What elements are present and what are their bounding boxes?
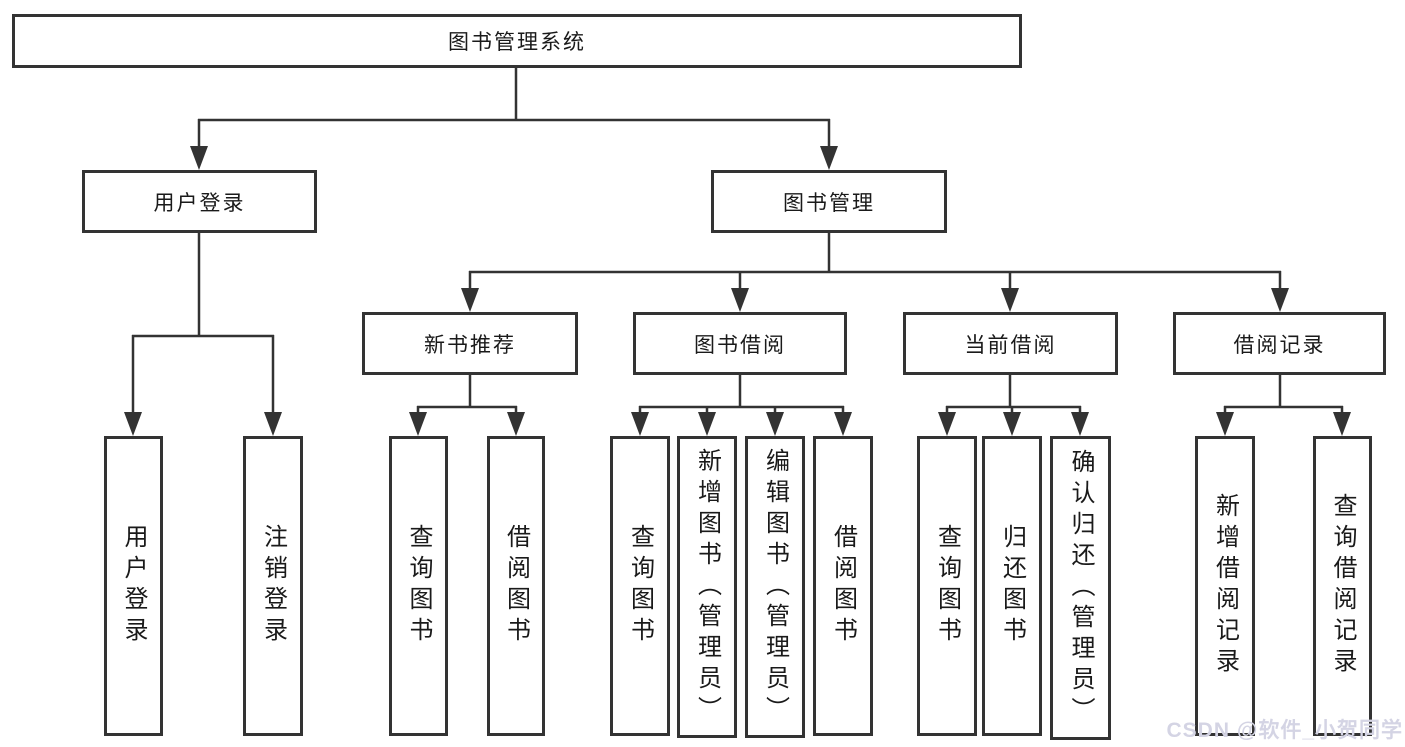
node-root-system: 图书管理系统 (12, 14, 1022, 68)
node-book-management: 图书管理 (711, 170, 947, 233)
leaf-records-add-record: 新增借阅记录 (1195, 436, 1255, 736)
leaf-user-login: 用户登录 (104, 436, 163, 736)
node-current-borrow: 当前借阅 (903, 312, 1118, 375)
arrow-down-icons (124, 146, 1351, 436)
leaf-records-query-record: 查询借阅记录 (1313, 436, 1372, 736)
watermark: CSDN @软件_小贺同学 (1166, 719, 1403, 742)
leaf-borrow-add-books-admin: 新增图书（管理员） (677, 436, 737, 738)
node-borrow-records: 借阅记录 (1173, 312, 1386, 375)
node-book-borrow: 图书借阅 (633, 312, 847, 375)
leaf-borrow-query-books: 查询图书 (610, 436, 670, 736)
leaf-current-confirm-return-admin: 确认归还（管理员） (1050, 436, 1111, 740)
leaf-recommend-borrow-books: 借阅图书 (487, 436, 545, 736)
leaf-current-return-books: 归还图书 (982, 436, 1042, 736)
node-new-book-recommend: 新书推荐 (362, 312, 578, 375)
leaf-borrow-edit-books-admin: 编辑图书（管理员） (745, 436, 805, 738)
node-user-login: 用户登录 (82, 170, 317, 233)
leaf-logout: 注销登录 (243, 436, 303, 736)
leaf-borrow-borrow-books: 借阅图书 (813, 436, 873, 736)
leaf-current-query-books: 查询图书 (917, 436, 977, 736)
leaf-recommend-query-books: 查询图书 (389, 436, 448, 736)
